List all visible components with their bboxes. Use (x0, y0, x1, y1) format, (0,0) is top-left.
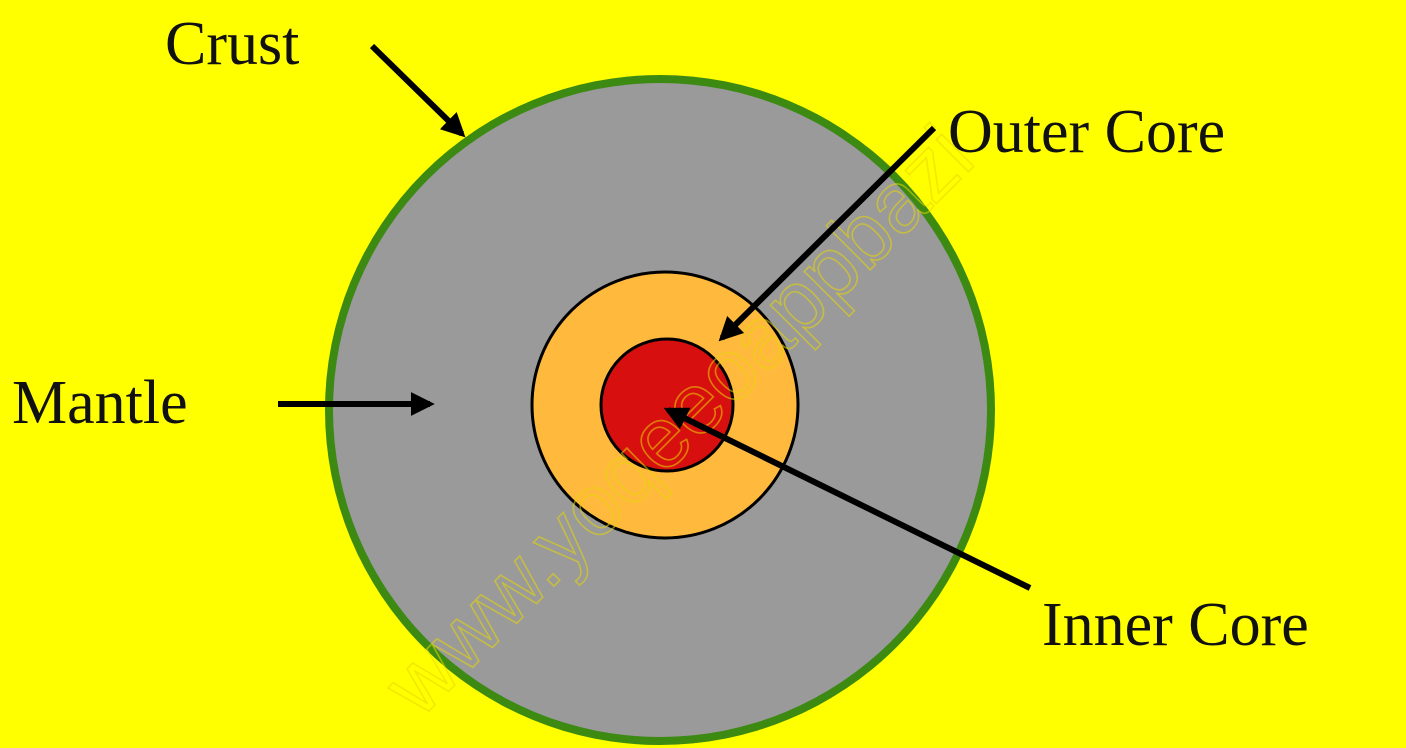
outer-core-label: Outer Core (948, 98, 1225, 166)
inner-core-label: Inner Core (1042, 591, 1309, 659)
crust-label: Crust (165, 10, 299, 78)
mantle-label: Mantle (12, 369, 188, 437)
